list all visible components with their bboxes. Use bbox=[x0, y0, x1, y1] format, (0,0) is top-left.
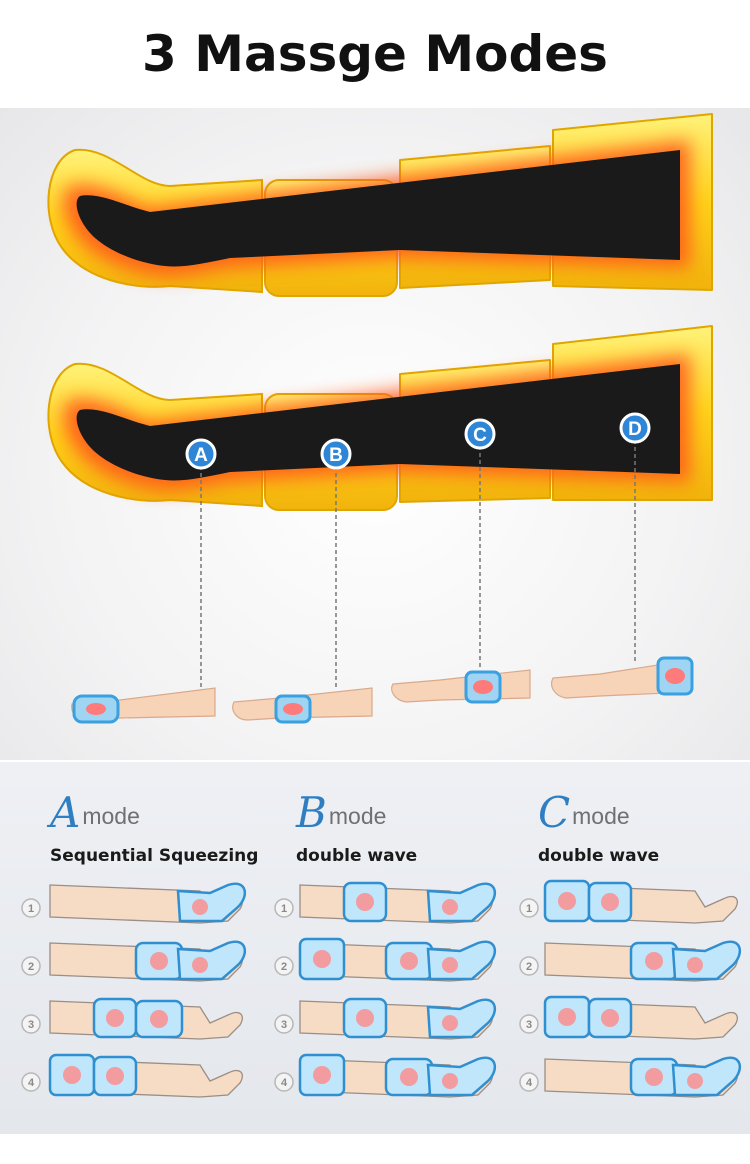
marker-d: D bbox=[619, 412, 651, 444]
step-badge-a-1: 1 bbox=[21, 898, 41, 918]
svg-text:4: 4 bbox=[281, 1077, 288, 1089]
page-title: 3 Massge Modes bbox=[142, 25, 608, 83]
svg-text:2: 2 bbox=[28, 961, 34, 973]
mode-b-heading: B mode bbox=[296, 786, 536, 834]
step-badge-c-3: 3 bbox=[519, 1014, 539, 1034]
modes-panel: A mode Sequential Squeezing B mode doubl… bbox=[0, 762, 750, 1134]
step-badges: 1 2 3 4 1 2 3 4 1 2 3 4 bbox=[21, 898, 539, 1092]
mode-c: C mode double wave bbox=[538, 786, 750, 867]
hero-illustration: A B C D bbox=[0, 108, 750, 760]
marker-b: B bbox=[320, 438, 352, 470]
step-badge-b-3: 3 bbox=[274, 1014, 294, 1034]
step-badge-b-4: 4 bbox=[274, 1072, 294, 1092]
svg-text:C: C bbox=[473, 425, 487, 446]
svg-text:3: 3 bbox=[28, 1019, 34, 1031]
mode-c-steps bbox=[543, 879, 742, 1098]
step-badge-c-1: 1 bbox=[519, 898, 539, 918]
mode-c-heading: C mode bbox=[538, 786, 750, 834]
mode-steps-diagram: 1 2 3 4 1 2 3 4 1 2 3 4 bbox=[21, 879, 742, 1098]
mode-b-letter: B bbox=[296, 788, 327, 837]
cuff-foot bbox=[71, 687, 216, 724]
step-badge-c-4: 4 bbox=[519, 1072, 539, 1092]
svg-text:2: 2 bbox=[281, 961, 287, 973]
step-badge-a-3: 3 bbox=[21, 1014, 41, 1034]
step-badge-a-2: 2 bbox=[21, 956, 41, 976]
mode-c-letter: C bbox=[538, 788, 571, 837]
mode-a-heading: A mode bbox=[50, 786, 290, 834]
mode-b: B mode double wave bbox=[296, 786, 536, 867]
mode-c-word: mode bbox=[572, 803, 630, 829]
mode-b-description: double wave bbox=[296, 846, 418, 866]
svg-text:B: B bbox=[329, 445, 343, 466]
mode-a-letter: A bbox=[50, 788, 81, 837]
svg-text:4: 4 bbox=[28, 1077, 35, 1089]
mode-a-word: mode bbox=[82, 803, 140, 829]
svg-text:4: 4 bbox=[526, 1077, 533, 1089]
cuff-knee bbox=[391, 669, 531, 704]
marker-a: A bbox=[185, 438, 217, 470]
step-badge-c-2: 2 bbox=[519, 956, 539, 976]
cuff-thigh bbox=[551, 656, 694, 699]
leg-wrap-diagram: A B C D bbox=[47, 113, 713, 724]
marker-c: C bbox=[464, 418, 496, 450]
mode-a-description: Sequential Squeezing bbox=[50, 846, 259, 866]
mode-c-description: double wave bbox=[538, 846, 660, 866]
svg-text:2: 2 bbox=[526, 961, 532, 973]
svg-text:3: 3 bbox=[281, 1019, 287, 1031]
svg-text:1: 1 bbox=[28, 903, 34, 915]
mode-b-steps bbox=[298, 881, 497, 1098]
leg-wrap-bottom bbox=[47, 325, 713, 511]
bottom-margin bbox=[0, 1134, 750, 1164]
step-badge-a-4: 4 bbox=[21, 1072, 41, 1092]
cuff-calf bbox=[232, 687, 373, 724]
svg-text:1: 1 bbox=[526, 903, 532, 915]
svg-text:1: 1 bbox=[281, 903, 287, 915]
leg-wrap-top bbox=[47, 113, 713, 297]
svg-text:D: D bbox=[628, 419, 642, 440]
svg-text:3: 3 bbox=[526, 1019, 532, 1031]
mode-b-word: mode bbox=[328, 803, 387, 829]
step-badge-b-2: 2 bbox=[274, 956, 294, 976]
leader-lines bbox=[200, 440, 636, 690]
svg-text:A: A bbox=[194, 445, 208, 466]
step-badge-b-1: 1 bbox=[274, 898, 294, 918]
mode-a: A mode Sequential Squeezing bbox=[50, 786, 290, 867]
mode-a-steps bbox=[48, 882, 247, 1098]
